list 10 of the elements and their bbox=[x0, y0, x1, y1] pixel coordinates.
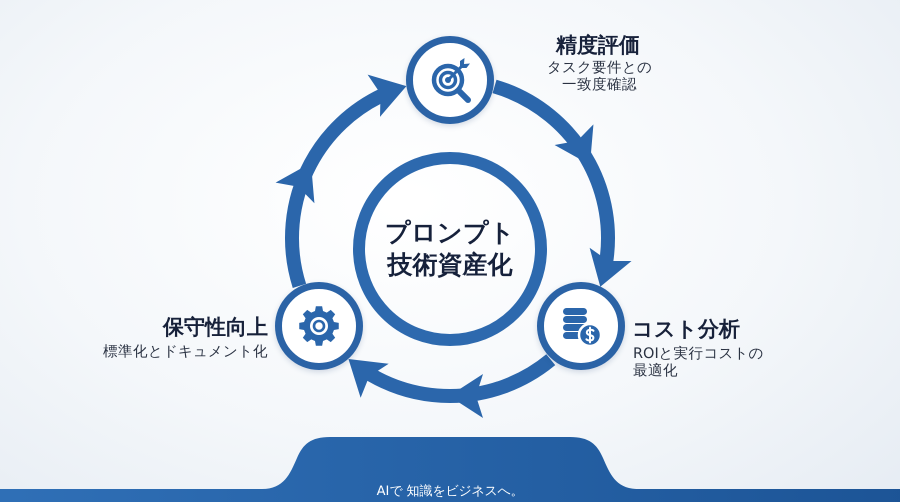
cycle-arrow bbox=[492, 80, 632, 288]
cycle-arrow bbox=[276, 74, 408, 288]
center-title: プロンプト技術資産化 bbox=[385, 216, 515, 281]
step-title: 保守性向上 bbox=[163, 314, 268, 340]
step-description: タスク要件との一致度確認 bbox=[546, 60, 654, 94]
step-title: 精度評価 bbox=[556, 33, 640, 58]
step-title: コスト分析 bbox=[632, 316, 740, 342]
step-description: ROIと実行コストの最適化 bbox=[632, 346, 765, 380]
tagline-text: AIで 知識をビジネスへ。 bbox=[376, 484, 524, 500]
step-description: 標準化とドキュメント化 bbox=[103, 344, 268, 361]
